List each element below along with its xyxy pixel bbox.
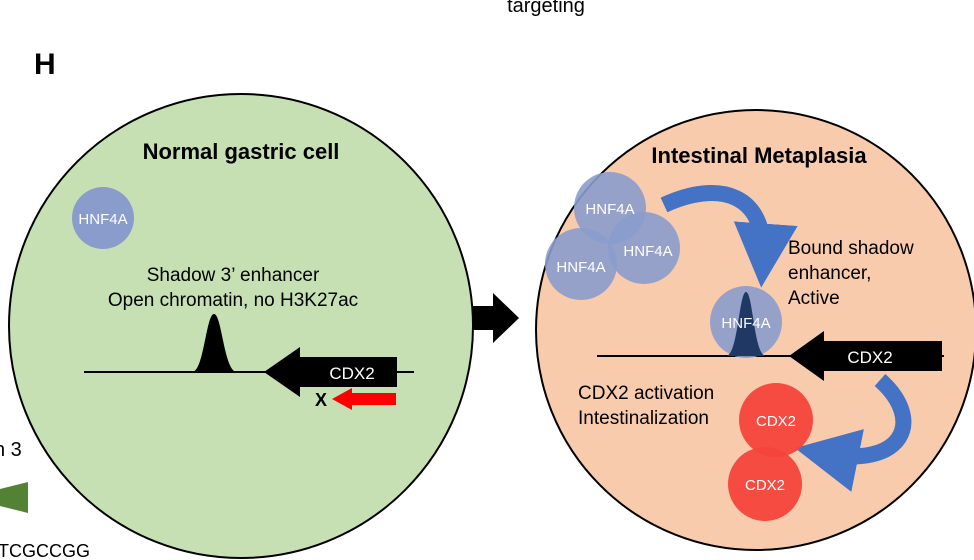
expression-arrow (794, 374, 912, 492)
block-mark: X (315, 390, 327, 410)
activation-line-1: CDX2 activation (578, 383, 714, 404)
metaplasia-cell-title: Intestinal Metaplasia (651, 143, 867, 168)
bound-hnf4a-label: HNF4A (721, 315, 770, 332)
cdx2-gene-arrow (789, 331, 942, 381)
enhancer-line-2: Open chromatin, no H3K27ac (108, 290, 358, 311)
green-arrow-fragment (0, 482, 28, 513)
transition-arrow (472, 293, 519, 343)
enhancer-line-1: Shadow 3’ enhancer (147, 265, 320, 286)
left-edge-label: n 3 (0, 439, 22, 461)
left-edge-sequence: TCGCCGG (0, 541, 90, 560)
intestinal-metaplasia-cell: Intestinal Metaplasia HNF4A HNF4A HNF4A … (535, 109, 974, 551)
normal-cell-title: Normal gastric cell (143, 139, 340, 164)
cdx2-gene-label: CDX2 (847, 348, 892, 367)
bound-text-line-2: enhancer, (788, 263, 871, 284)
cdx2-protein (739, 383, 813, 457)
bound-text-line-3: Active (788, 288, 840, 309)
hnf4a-protein (72, 187, 134, 249)
red-transcription-arrow (332, 388, 396, 410)
cdx2-gene-label: CDX2 (329, 364, 374, 383)
hnf4a-label: HNF4A (556, 259, 605, 276)
cdx2-protein-label: CDX2 (745, 477, 785, 494)
activation-line-2: Intestinalization (578, 408, 709, 429)
hnf4a-protein (608, 212, 680, 284)
panel-label: H (34, 48, 56, 81)
binding-arrow (660, 185, 798, 288)
cdx2-protein-label: CDX2 (756, 413, 796, 430)
bound-text-line-1: Bound shadow (788, 238, 914, 259)
top-caption: targeting (507, 0, 585, 17)
normal-gastric-cell: Normal gastric cell HNF4A Shadow 3’ enha… (8, 93, 474, 559)
hnf4a-protein (545, 228, 617, 300)
hnf4a-label: HNF4A (78, 211, 127, 228)
cdx2-protein (728, 447, 802, 521)
hnf4a-label: HNF4A (585, 201, 634, 218)
hnf4a-label: HNF4A (623, 243, 672, 260)
enhancer-peak (192, 314, 237, 372)
active-enhancer-peak (726, 292, 766, 356)
cdx2-gene-arrow (264, 347, 397, 397)
